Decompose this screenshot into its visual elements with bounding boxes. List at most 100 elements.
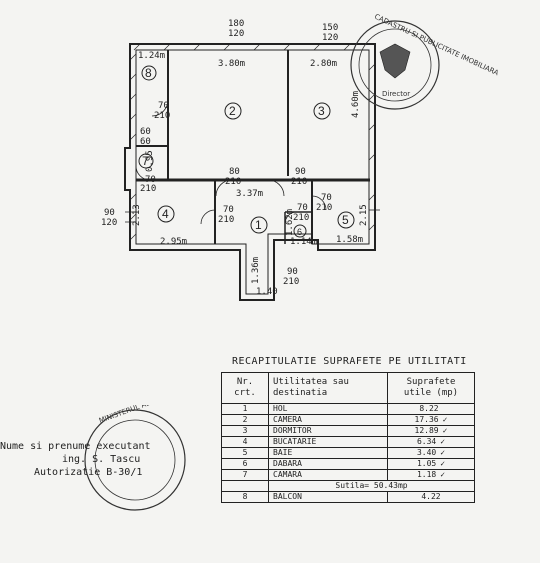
author-ing: ing. S. Tascu xyxy=(62,454,141,465)
door-70d: 70 xyxy=(321,193,332,203)
cell-name: CAMARA xyxy=(268,469,388,481)
table-header-row: Nr. crt. Utilitatea sau destinatia Supra… xyxy=(221,372,475,404)
cell-name: CAMERA xyxy=(268,414,388,426)
author-name-label: Nume si prenume executant xyxy=(0,441,151,452)
dim-380: 3.80m xyxy=(218,59,245,69)
dim-top-left: 180 xyxy=(228,19,244,29)
cell-nr: 1 xyxy=(221,403,269,415)
cell-area-value: 8.22 xyxy=(419,404,439,413)
dim-114: 1.14m xyxy=(290,237,317,247)
cell-nr: 2 xyxy=(221,414,269,426)
cell-name: DABARA xyxy=(268,458,388,470)
door-70d-sub: 210 xyxy=(316,203,332,213)
cell-area-value: 1.05 xyxy=(416,459,437,468)
door-70b-sub: 210 xyxy=(140,184,156,194)
dim-136: 1.36m xyxy=(251,257,261,284)
cell-nr: 3 xyxy=(221,425,269,437)
ministry-stamp: MINISTERUL ADMINISTRATIEI PUBLICE xyxy=(84,405,190,511)
door-80-sub: 210 xyxy=(225,177,241,187)
header-util: Utilitatea sau destinatia xyxy=(268,372,388,404)
door-90b: 90 xyxy=(287,267,298,277)
cell-area: 1.18✓ xyxy=(387,469,475,481)
door-70c: 70 xyxy=(223,205,234,215)
dim-top-right-sub: 120 xyxy=(322,33,338,43)
room-number-5: 5 xyxy=(342,213,349,227)
door-70b: 70 xyxy=(145,175,156,185)
cell-area: 17.36✓ xyxy=(387,414,475,426)
cell-area: 12.89✓ xyxy=(387,425,475,437)
door-70c-sub: 210 xyxy=(218,215,234,225)
door-70a-sub: 210 xyxy=(154,111,170,121)
door-90: 90 xyxy=(295,167,306,177)
cell-name: BAIE xyxy=(268,447,388,459)
check-mark-icon: ✓ xyxy=(440,448,446,457)
cell-area-value: 12.89 xyxy=(414,426,439,435)
check-mark-icon: ✓ xyxy=(440,437,446,446)
cell-nr: 5 xyxy=(221,447,269,459)
recap-table: Nr. crt. Utilitatea sau destinatia Supra… xyxy=(221,372,475,503)
door-90b-sub: 210 xyxy=(283,277,299,287)
stamp-director: Director xyxy=(382,90,410,98)
author-authorization: Autorizatie B-30/1 xyxy=(34,467,143,478)
cell-area: 4.22 xyxy=(387,491,475,503)
cell-area-value: 6.34 xyxy=(416,437,437,446)
cell-name: HOL xyxy=(268,403,388,415)
dim-top-right: 150 xyxy=(322,23,338,33)
cell-nr: 4 xyxy=(221,436,269,448)
dim-295: 2.95m xyxy=(160,237,187,247)
dim-215: 2.15 xyxy=(359,204,369,226)
door-70e: 70 xyxy=(297,203,308,213)
check-mark-icon: ✓ xyxy=(440,470,446,479)
check-mark-icon: ✓ xyxy=(442,426,448,435)
check-mark-icon: ✓ xyxy=(442,415,448,424)
cadastre-stamp: CADASTRU SI PUBLICITATE IMOBILIARA Direc… xyxy=(350,13,500,110)
room-number-8: 8 xyxy=(145,66,152,80)
floor-plan: 180 120 150 120 1.24m 3.80m 2.80m 4.60m … xyxy=(101,13,500,301)
dim-213: 2.13 xyxy=(132,204,142,226)
dim-095: 0.95 xyxy=(145,150,155,172)
window-90-sub: 120 xyxy=(101,218,117,228)
cell-nr: 7 xyxy=(221,469,269,481)
room-number-4: 4 xyxy=(162,207,169,221)
cell-name: BALCON xyxy=(268,491,388,503)
cell-area-value: 1.18 xyxy=(416,470,437,479)
dim-162: 1.62m xyxy=(285,209,295,236)
dim-280: 2.80m xyxy=(310,59,337,69)
door-60-sub: 60 xyxy=(140,137,151,147)
dim-460: 4.60m xyxy=(351,91,361,118)
stamp-ministry-text: MINISTERUL ADMINISTRATIEI PUBLICE xyxy=(98,405,190,425)
room-number-2: 2 xyxy=(229,104,236,118)
door-90-sub: 210 xyxy=(291,177,307,187)
header-nr: Nr. crt. xyxy=(221,372,269,404)
dim-140: 1.40 xyxy=(256,287,278,297)
subtotal-row: Sutila= 50.43mp xyxy=(221,480,475,492)
room-number-1: 1 xyxy=(255,218,262,232)
room-number-3: 3 xyxy=(318,104,325,118)
room-number-6: 6 xyxy=(297,227,302,237)
cell-area: 1.05✓ xyxy=(387,458,475,470)
cell-empty xyxy=(221,480,269,492)
room-number-7: 7 xyxy=(142,154,149,168)
dim-337: 3.37m xyxy=(236,189,263,199)
window-90: 90 xyxy=(104,208,115,218)
cell-name: BUCATARIE xyxy=(268,436,388,448)
door-60: 60 xyxy=(140,127,151,137)
cell-nr: 8 xyxy=(221,491,269,503)
dim-158: 1.58m xyxy=(336,235,363,245)
dim-top-left-sub: 120 xyxy=(228,29,244,39)
header-supr: Suprafete utile (mp) xyxy=(387,372,475,404)
cell-name: DORMITOR xyxy=(268,425,388,437)
cell-area: 8.22 xyxy=(387,403,475,415)
cell-area-value: 17.36 xyxy=(414,415,439,424)
recap-title: RECAPITULATIE SUPRAFETE PE UTILITATI xyxy=(232,356,467,367)
door-80: 80 xyxy=(229,167,240,177)
author-block: Nume si prenume executant ing. S. Tascu … xyxy=(0,440,151,479)
cell-area-value: 3.40 xyxy=(416,448,437,457)
